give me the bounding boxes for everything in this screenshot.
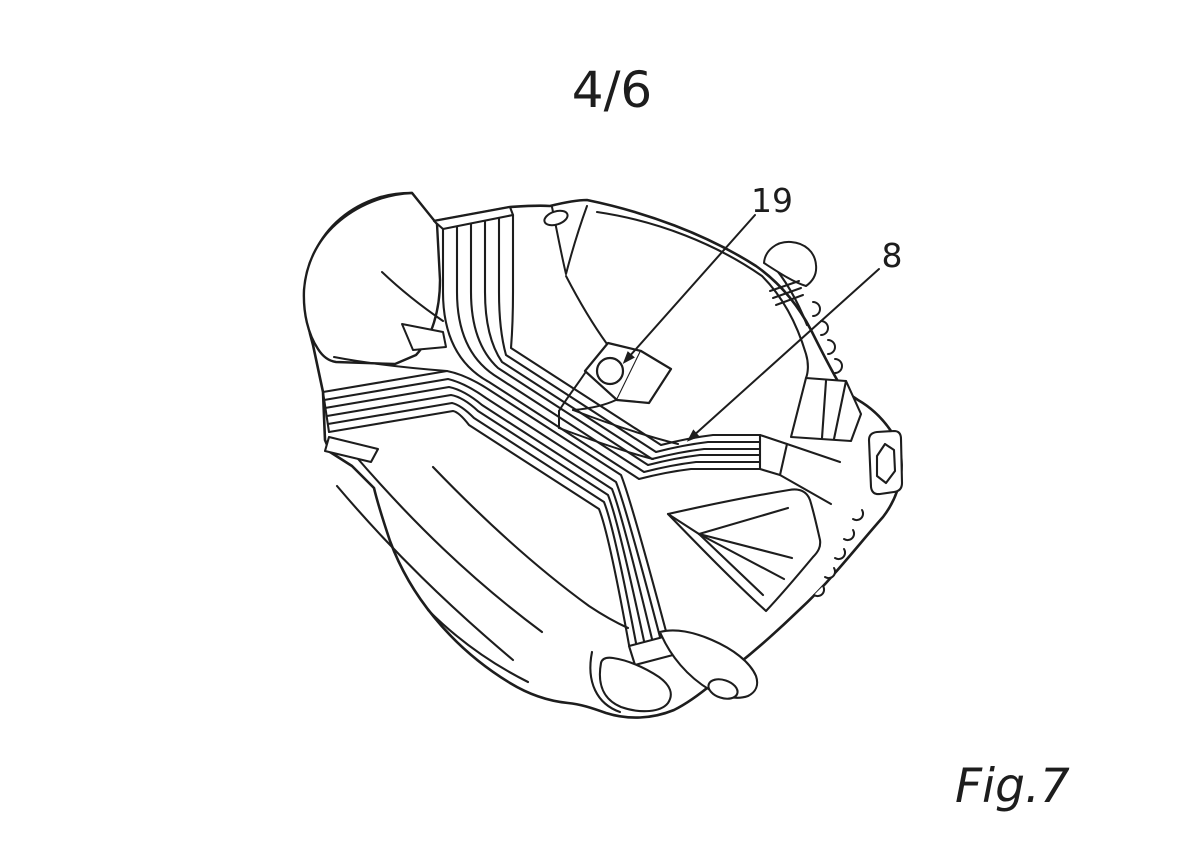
top-edge-oval-boss [543, 209, 569, 227]
rib-line [327, 409, 631, 647]
rib-left-under-wedge [323, 435, 380, 464]
rib-line [509, 213, 762, 447]
gauge-cutter-bumps-upper [812, 301, 843, 374]
nozzle-side-face [615, 349, 673, 405]
gauge-cutter-bumps-lower [813, 509, 865, 598]
rib-band-top-right [432, 205, 842, 506]
gauge-pad-rounded [867, 429, 904, 496]
rib-line [323, 385, 654, 641]
cone-surface-curves [335, 450, 630, 684]
rib-line [497, 216, 762, 454]
drill-bit-drawing [302, 191, 904, 719]
rib-line [325, 393, 646, 643]
ref-numeral-8: 8 [882, 236, 903, 275]
top-blade-sliver [551, 205, 588, 275]
figure-caption: Fig.7 [955, 759, 1070, 814]
ref-numeral-19: 19 [751, 181, 793, 220]
upper-left-facets [381, 271, 447, 351]
leader-line-19 [627, 214, 756, 359]
blade-shelf-line [333, 356, 448, 372]
rib-line [441, 227, 762, 481]
blade-ledge-lines [558, 275, 679, 460]
sheet-number: 4/6 [572, 61, 652, 119]
rib-line [483, 218, 762, 461]
gauge-pad-pentagon [789, 376, 863, 443]
rib-cap-connector [785, 442, 842, 464]
rib-line [455, 224, 762, 474]
rib-line [322, 377, 662, 639]
rib-band-left-bottom [321, 369, 675, 667]
rib-line [469, 221, 762, 467]
bottom-center-blade-foot [589, 650, 672, 714]
reference-leaders [622, 214, 880, 442]
junk-slot-fan [666, 488, 822, 613]
rib-line [326, 401, 638, 645]
arrowhead-19 [622, 351, 635, 364]
bottom-right-blade-foot [658, 629, 759, 700]
rib-left-end-face [321, 390, 331, 434]
rib-line [321, 369, 669, 637]
arrowhead-8 [686, 429, 700, 442]
gauge-knob [763, 240, 818, 306]
rib-top-end-cap [432, 205, 515, 231]
rib-cap-connector [778, 473, 833, 506]
nozzle-port-circle [595, 356, 625, 386]
leader-line-8 [691, 268, 880, 438]
